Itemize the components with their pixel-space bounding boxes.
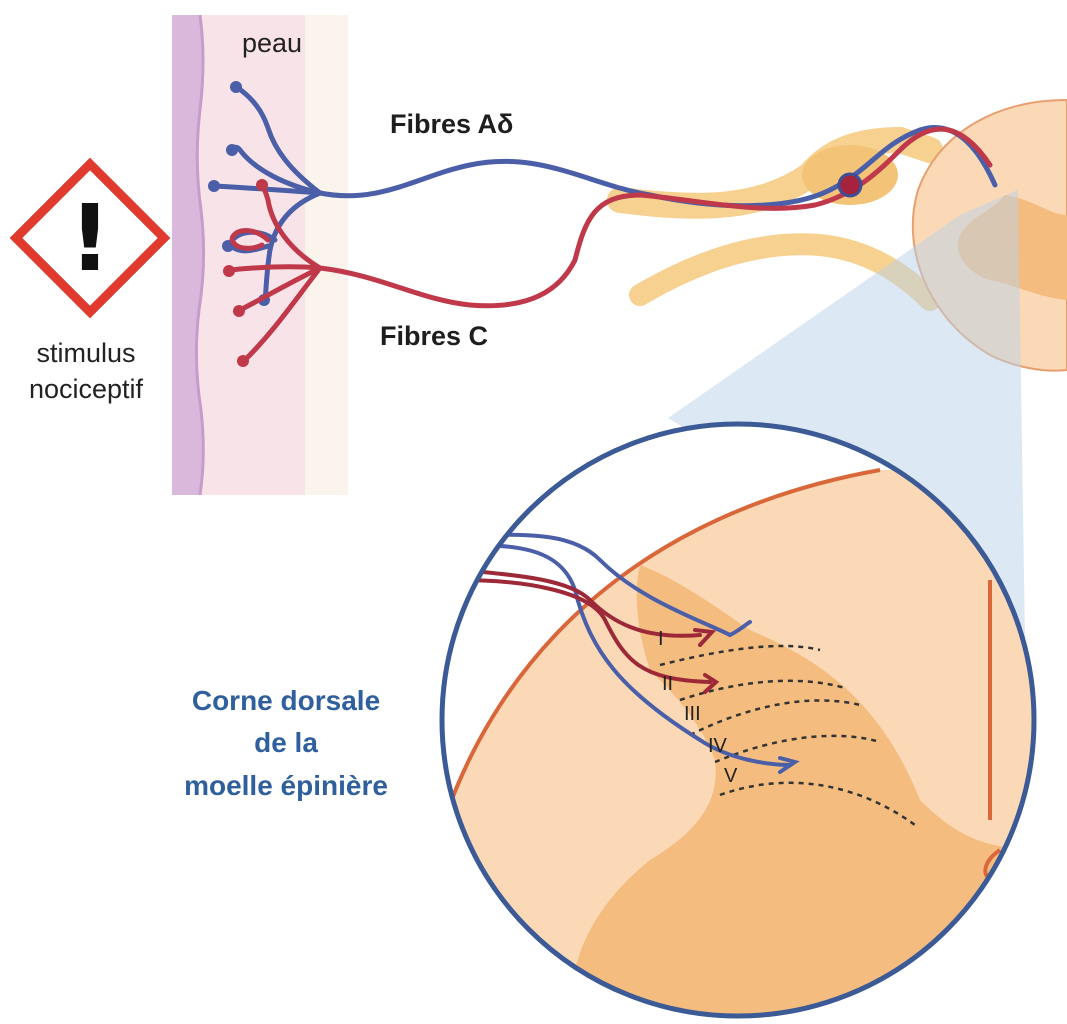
a-delta-fibers-label: Fibres Aδ	[390, 109, 513, 139]
skin-label: peau	[242, 28, 302, 58]
lamina-label-5: V	[724, 765, 738, 787]
lamina-label-2: II	[662, 673, 673, 695]
c-fibers-label: Fibres C	[380, 321, 488, 351]
stimulus-label-line2: nociceptif	[29, 374, 144, 404]
stimulus-label-line1: stimulus	[36, 338, 135, 368]
ganglion-cell-body	[839, 174, 861, 196]
skin-layer	[172, 15, 348, 495]
exclamation-icon: !	[69, 185, 111, 292]
dorsal-horn-label-line2: de la	[254, 727, 318, 758]
lamina-label-1: I	[658, 628, 664, 650]
lamina-label-3: III	[684, 703, 701, 725]
dorsal-horn-label-line3: moelle épinière	[184, 770, 388, 801]
lamina-label-4: IV	[708, 735, 728, 757]
hazard-warning-icon: !	[16, 164, 164, 312]
dorsal-horn-label-line1: Corne dorsale	[192, 685, 380, 716]
